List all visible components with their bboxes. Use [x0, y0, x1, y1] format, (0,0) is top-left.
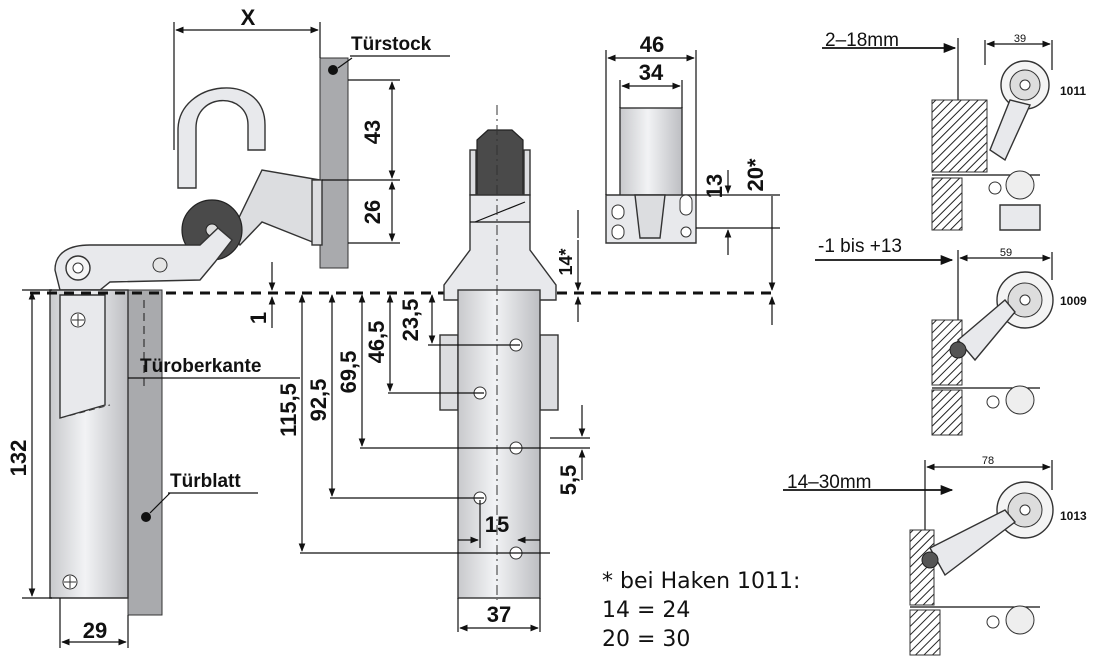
- dim-13: 13: [702, 174, 727, 198]
- footnote-line-1: * bei Haken 1011:: [602, 569, 800, 594]
- variant-1013: 14–30mm 78 1013: [783, 455, 1087, 656]
- variant-1011-code: 1011: [1060, 84, 1086, 98]
- dim-37: 37: [487, 602, 511, 627]
- x-dimension-label: X: [241, 5, 256, 30]
- dim-43: 43: [360, 120, 385, 144]
- dim-132: 132: [6, 440, 31, 477]
- side-view: X Türstock 43 26 Türoberkante Türblatt 1…: [6, 5, 775, 648]
- variant-1011-width: 39: [1014, 33, 1026, 45]
- variant-1011: 2–18mm 39 1011: [822, 30, 1086, 231]
- door-frame: [319, 57, 349, 269]
- variant-1009: -1 bis +13 59 1009: [815, 236, 1087, 436]
- footnote-line-2: 14 = 24: [602, 598, 690, 623]
- tuerstock-label: Türstock: [351, 34, 432, 55]
- variant-1011-range: 2–18mm: [825, 30, 899, 51]
- dim-46-5: 46,5: [364, 321, 389, 364]
- dim-29: 29: [83, 618, 107, 643]
- dim-23-5: 23,5: [398, 299, 423, 342]
- dim-1: 1: [246, 312, 271, 324]
- dim-26: 26: [360, 200, 385, 224]
- dim-115-5: 115,5: [276, 383, 301, 437]
- tueroberkante-label: Türoberkante: [140, 356, 261, 377]
- dim-92-5: 92,5: [306, 379, 331, 422]
- hook: [177, 87, 266, 189]
- dim-20: 20*: [743, 158, 768, 191]
- variant-1009-range: -1 bis +13: [818, 236, 902, 257]
- variant-1013-code: 1013: [1060, 509, 1087, 523]
- dim-34: 34: [639, 60, 664, 85]
- variant-1009-width: 59: [1000, 247, 1012, 259]
- door-leaf: [127, 289, 163, 616]
- variant-1013-width: 78: [982, 455, 994, 467]
- dim-15: 15: [485, 512, 509, 537]
- front-view: 23,5 46,5 69,5 92,5 115,5 1 5,5 15 37 14…: [246, 105, 590, 632]
- dim-46: 46: [640, 32, 664, 57]
- variant-1013-range: 14–30mm: [787, 472, 872, 493]
- tuerblatt-label: Türblatt: [170, 471, 241, 492]
- front-roller: [476, 129, 524, 201]
- hook-front-view: 46 34 13 20*: [605, 32, 780, 325]
- dim-14: 14*: [556, 248, 576, 275]
- footnote-line-3: 20 = 30: [602, 627, 690, 652]
- dim-5-5: 5,5: [556, 465, 581, 496]
- footnote: * bei Haken 1011: 14 = 24 20 = 30: [602, 569, 800, 652]
- lever-arm: [54, 227, 233, 291]
- variant-1009-code: 1009: [1060, 294, 1087, 308]
- dim-69-5: 69,5: [336, 351, 361, 394]
- front-body: [457, 289, 541, 599]
